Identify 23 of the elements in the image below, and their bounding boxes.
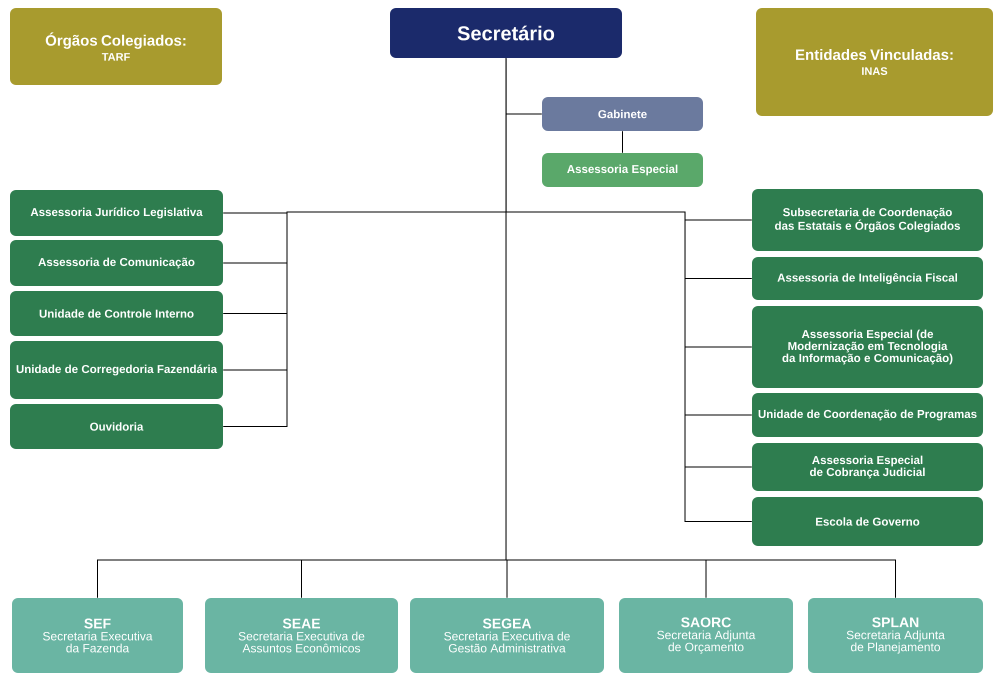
connector-line: [622, 130, 623, 154]
info-box: Órgãos Colegiados: TARF: [10, 8, 222, 85]
connector-line: [506, 58, 896, 598]
unit-box: Assessoria de Comunicação: [10, 240, 223, 286]
unit-box: Unidade de Controle Interno: [10, 291, 223, 336]
unit-box: Assessoria de Inteligência Fiscal: [752, 257, 983, 300]
unit-box: Unidade de Coordenação de Programas: [752, 393, 983, 437]
secretariat-box: SEAE Secretaria Executiva de Assuntos Econômicos: [205, 598, 398, 673]
info-box: Entidades Vinculadas: INAS: [756, 8, 994, 116]
secretariat-box: SPLAN Secretaria Adjunta de Planejamento: [808, 598, 983, 673]
secretariat-box: SEF Secretaria Executiva da Fazenda: [12, 598, 183, 673]
unit-box: Assessoria Especial de Cobrança Judicial: [752, 443, 983, 491]
head-box: Secretário: [390, 8, 622, 58]
unit-box: Assessoria Especial: [542, 153, 703, 187]
unit-box: Assessoria Especial (de Modernização em Tecnologia da Informação e Comunicação): [752, 306, 983, 388]
unit-box: Subsecretaria de Coordenação das Estatais e Órgãos Colegiados: [752, 189, 983, 251]
secretariat-box: SEGEA Secretaria Executiva de Gestão Administrativa: [410, 598, 604, 673]
unit-box: Gabinete: [542, 97, 703, 131]
unit-box: Unidade de Corregedoria Fazendária: [10, 341, 223, 399]
unit-box: Assessoria Jurídico Legislativa: [10, 190, 223, 236]
unit-box: Ouvidoria: [10, 404, 223, 449]
unit-box: Escola de Governo: [752, 497, 983, 546]
secretariat-box: SAORC Secretaria Adjunta de Orçamento: [619, 598, 793, 673]
